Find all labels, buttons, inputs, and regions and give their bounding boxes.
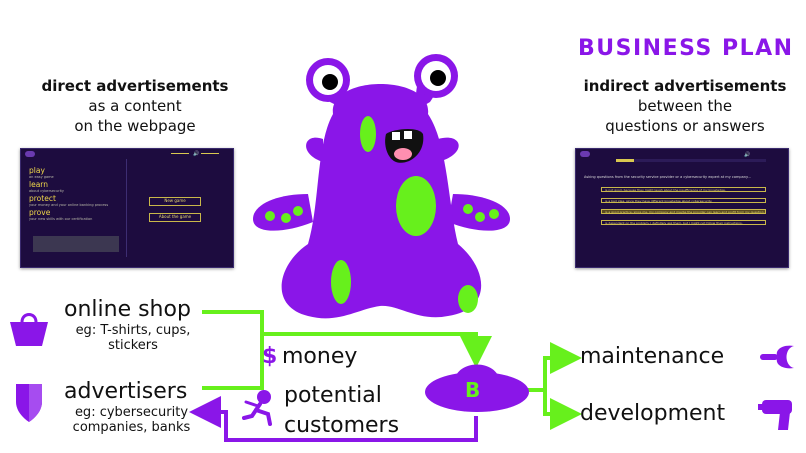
- indirect-ads-screenshot: 🔊 Asking questions from the security ser…: [575, 148, 789, 268]
- progress-track: [616, 159, 766, 162]
- ufo-to-advertisers-arrow: [189, 396, 478, 442]
- ufo-letter: B: [465, 378, 481, 402]
- new-game-button[interactable]: New game: [149, 197, 201, 206]
- money-label: money: [282, 344, 358, 369]
- indirect-ads-heading: indirect advertisements between the ques…: [560, 76, 806, 136]
- advertisers-desc2: companies, banks: [72, 420, 191, 435]
- online-shop-desc2: stickers: [108, 338, 158, 353]
- advertisers-title: advertisers: [64, 379, 188, 404]
- shield-icon: [16, 384, 42, 422]
- mini-logo-icon: [580, 151, 590, 157]
- menu-protect-sub: your money and your online banking proce…: [29, 203, 109, 207]
- maintenance-label: maintenance: [580, 344, 725, 369]
- progress-fill: [616, 159, 634, 162]
- direct-ads-title: direct advertisements: [41, 77, 229, 95]
- online-shop-desc: eg: T-shirts, cups, stickers: [68, 323, 198, 353]
- monster-illustration: [253, 54, 510, 319]
- advertisers-desc1: eg: cybersecurity: [74, 405, 189, 420]
- menu-protect: protect: [29, 194, 56, 203]
- ufo-to-maintenance-arrow: [528, 342, 582, 392]
- potential-customers-line1: potential: [284, 383, 382, 408]
- dollar-icon: $: [262, 344, 278, 369]
- direct-ads-heading: direct advertisements as a content on th…: [20, 76, 250, 136]
- direct-ads-screenshot: 🔊 play an easy game learn about cybersec…: [20, 148, 234, 268]
- online-shop-title: online shop: [64, 297, 191, 322]
- menu-prove: prove: [29, 208, 51, 217]
- divider: [126, 159, 127, 257]
- about-game-button[interactable]: About the game: [149, 213, 201, 222]
- answer-option[interactable]: is dependent on the problem, I definitel…: [601, 220, 766, 225]
- development-label: development: [580, 401, 726, 426]
- menu-play: play: [29, 166, 45, 175]
- advertisers-to-money-arrow: [202, 334, 264, 390]
- game-menu: play an easy game learn about cybersecur…: [29, 167, 124, 223]
- menu-learn-sub: about cybersecurity: [29, 189, 64, 193]
- question-text: Asking questions from the security servi…: [584, 175, 751, 179]
- music-slider: [201, 153, 219, 154]
- ufo-to-development-arrow: [543, 390, 582, 430]
- indirect-ads-title: indirect advertisements: [583, 77, 787, 95]
- mini-logo-icon: [25, 151, 35, 157]
- answer-option[interactable]: is a bad idea, since they have different…: [601, 198, 766, 203]
- answer-option[interactable]: is not good, because they might laugh ab…: [601, 187, 766, 192]
- speaker-icon: 🔊: [193, 151, 200, 157]
- direct-ads-line2: on the webpage: [74, 117, 196, 135]
- ad-placeholder: [33, 236, 119, 252]
- speaker-icon: 🔊: [744, 152, 751, 158]
- potential-customers-line2: customers: [284, 413, 400, 438]
- indirect-ads-line1: between the: [637, 97, 733, 115]
- shopping-bag-icon: [10, 313, 48, 346]
- drill-icon: [758, 400, 792, 430]
- advertisers-desc: eg: cybersecurity companies, banks: [64, 405, 199, 435]
- menu-play-sub: an easy game: [29, 175, 54, 179]
- astronaut-icon: [242, 390, 272, 426]
- page-title: BUSINESS PLAN: [578, 36, 794, 61]
- menu-learn: learn: [29, 180, 48, 189]
- volume-slider: [171, 153, 189, 154]
- answer-option[interactable]: is a good practice, since me, my company…: [601, 209, 766, 214]
- indirect-ads-line2: questions or answers: [605, 117, 765, 135]
- ufo-icon: [425, 364, 529, 412]
- wrench-icon: [760, 345, 794, 369]
- online-shop-desc1: eg: T-shirts, cups,: [75, 323, 191, 338]
- menu-prove-sub: your new skills with our certification: [29, 217, 93, 221]
- direct-ads-line1: as a content: [88, 97, 182, 115]
